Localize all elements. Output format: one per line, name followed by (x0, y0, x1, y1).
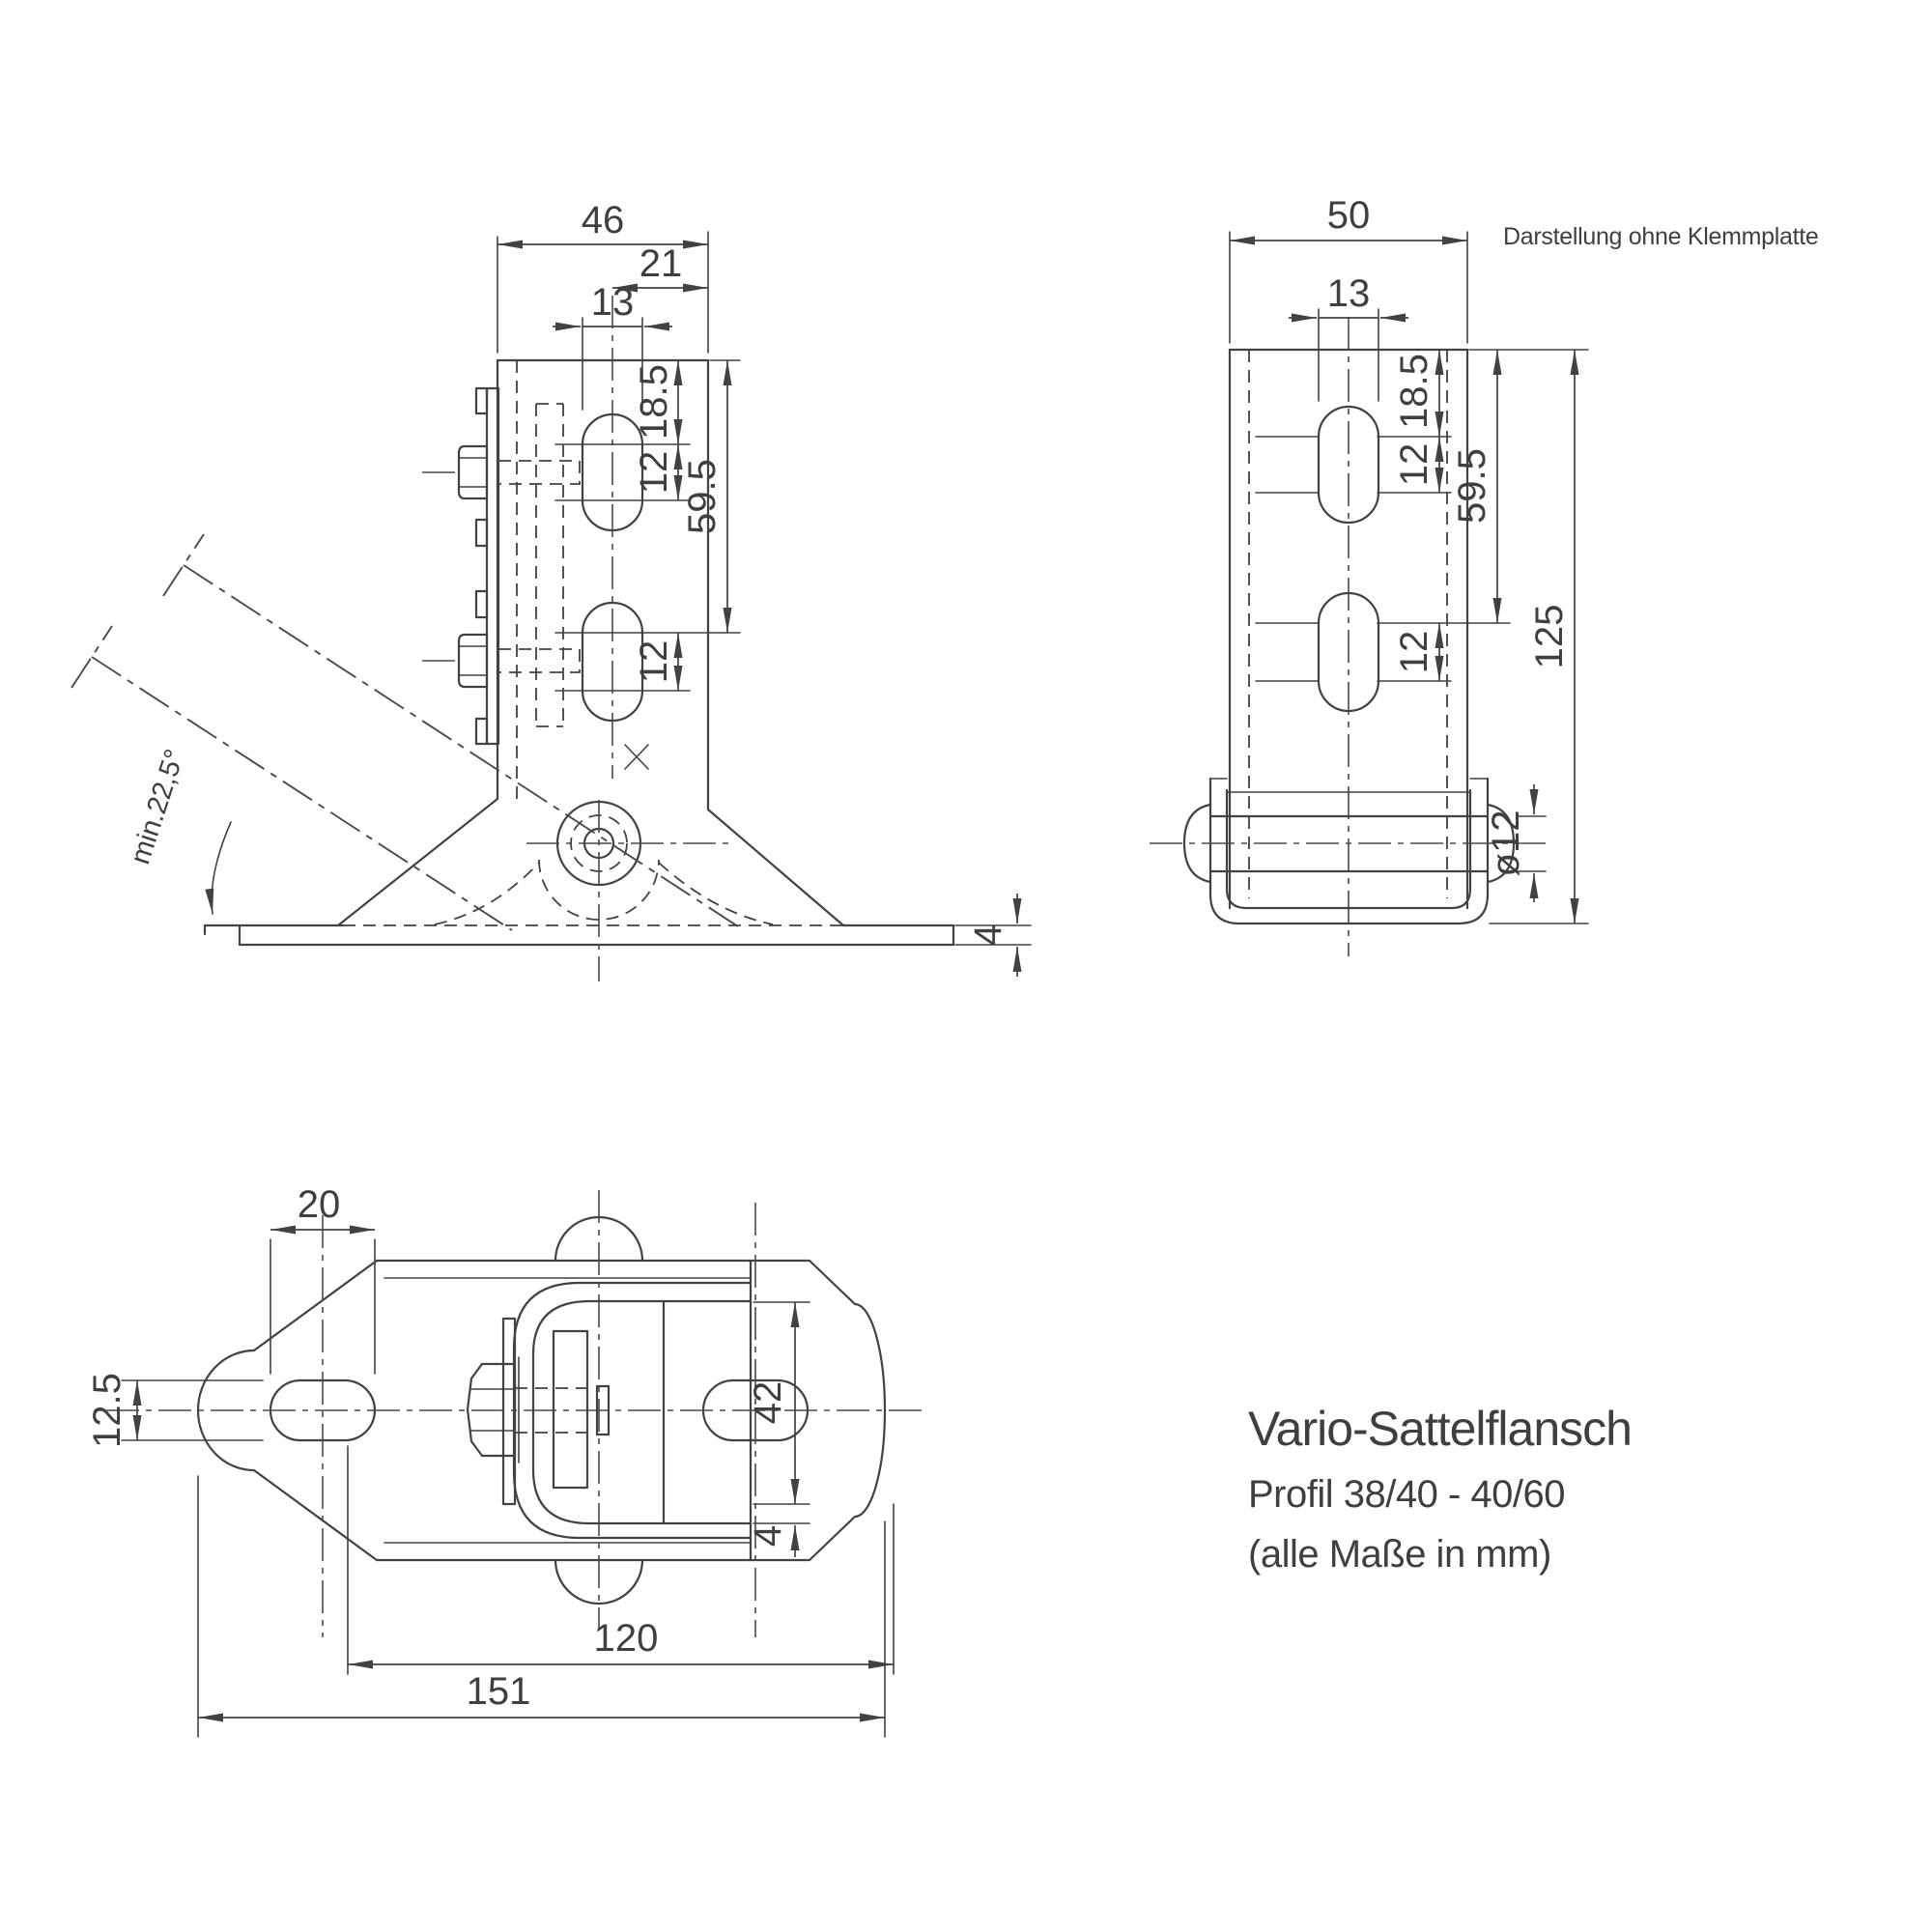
dim-plan-slot-spacing: 120 (594, 1617, 659, 1660)
dim-side-overall-height: 125 (1528, 605, 1571, 669)
front-pivot (526, 800, 732, 981)
dim-side-edge-slot1: 18.5 (1393, 354, 1435, 429)
front-view: min.22,5° 46 21 13 18.5 12 59.5 (71, 199, 1032, 981)
dim-side-slot-width: 13 (1327, 272, 1371, 315)
front-dimensions: 46 21 13 18.5 12 59.5 12 (497, 199, 1032, 977)
dim-front-slot2-pitch: 12 (633, 640, 675, 684)
dim-side-slot1-pitch: 12 (1393, 443, 1435, 487)
plan-center-bumps (554, 1215, 644, 1605)
front-slot-center-ticks (554, 443, 741, 692)
plan-dimensions: 20 12.5 42 4 120 151 (86, 1183, 895, 1738)
dim-front-slot-offset: 21 (639, 242, 683, 285)
dim-side-edge-slot2: 59.5 (1451, 448, 1493, 524)
dim-front-plate-width: 46 (582, 199, 625, 242)
product-title: Vario-Sattelflansch (1248, 1402, 1632, 1456)
side-slot-1 (1317, 405, 1380, 525)
front-clamp-strip (474, 386, 500, 746)
side-view: 50 13 18.5 12 59.5 12 125 (1150, 194, 1819, 956)
dim-side-plate-width: 50 (1327, 194, 1371, 237)
front-hidden-lines (516, 360, 564, 799)
front-angle-arc (205, 821, 232, 915)
product-profile: Profil 38/40 - 40/60 (1248, 1473, 1565, 1516)
side-pin (1150, 803, 1546, 884)
front-bolt-1 (422, 444, 581, 500)
front-swing-axis (71, 533, 745, 931)
dim-side-slot2-pitch: 12 (1393, 631, 1435, 674)
side-dimensions: 50 13 18.5 12 59.5 12 125 (1229, 194, 1589, 924)
plan-flange-outline (196, 1259, 887, 1562)
dim-front-slot-width: 13 (591, 281, 635, 324)
plan-view: 20 12.5 42 4 120 151 (86, 1183, 923, 1738)
side-slot-2 (1317, 591, 1380, 713)
side-plate-outline (1228, 348, 1469, 910)
front-bolt-2 (422, 633, 581, 689)
dim-plan-flange-thickness: 4 (747, 1525, 789, 1547)
units-note: (alle Maße in mm) (1248, 1533, 1551, 1576)
dim-front-min-angle: min.22,5° (125, 746, 190, 868)
side-bracket (1208, 777, 1490, 925)
dim-plan-overall-length: 151 (467, 1670, 531, 1713)
dim-front-edge-slot2: 59.5 (681, 459, 724, 534)
side-view-note: Darstellung ohne Klemmplatte (1503, 223, 1819, 250)
dim-plan-slot-width: 12.5 (86, 1373, 128, 1448)
dim-side-pin-diameter: ø12 (1485, 810, 1527, 877)
plan-bolt (466, 1356, 611, 1463)
title-block: Vario-Sattelflansch Profil 38/40 - 40/60… (1248, 1402, 1633, 1576)
front-base-plate (203, 923, 955, 947)
dim-plan-slot-length: 20 (298, 1183, 341, 1226)
side-slot-center-ticks (1255, 436, 1511, 682)
plan-bracket (501, 1281, 753, 1540)
front-hidden-saddle (434, 859, 774, 925)
dim-front-slot1-pitch: 12 (633, 451, 675, 495)
dim-front-edge-slot1: 18.5 (633, 364, 675, 440)
dim-front-base-thickness: 4 (967, 924, 1009, 946)
dim-plan-clamp-height: 42 (747, 1381, 789, 1425)
